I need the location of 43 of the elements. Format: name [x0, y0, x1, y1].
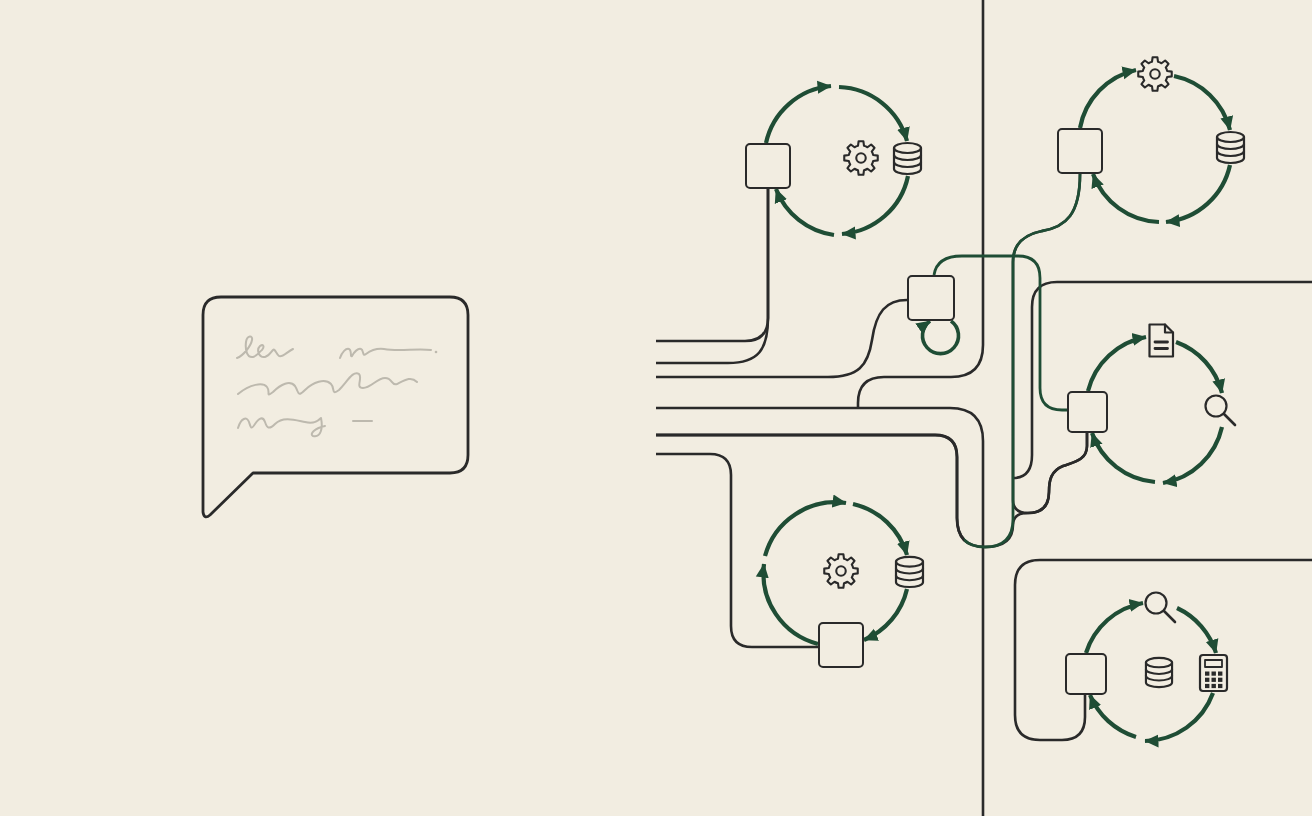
connector-line: [656, 298, 908, 379]
square-node: [745, 143, 791, 189]
database-icon: [894, 555, 925, 589]
arrow: [863, 588, 909, 642]
connector-line: [1013, 558, 1312, 742]
connector-line: [656, 173, 1082, 549]
arrow: [1077, 67, 1137, 129]
speech-bubble: [200, 294, 472, 520]
square-node: [1065, 653, 1107, 695]
connector-line: [932, 254, 1067, 412]
arrow: [1162, 426, 1224, 487]
gear-icon: [1136, 55, 1174, 93]
arrow: [756, 563, 819, 646]
arrow: [1086, 333, 1147, 392]
gear-icon: [842, 139, 880, 177]
database-icon: [892, 141, 923, 176]
arrow: [1088, 694, 1137, 739]
connector-line: [656, 452, 818, 649]
arrow: [1090, 432, 1156, 485]
arrow: [1175, 340, 1225, 394]
calculator-icon: [1198, 653, 1229, 693]
arrow: [1084, 599, 1144, 654]
arrow: [774, 188, 835, 238]
database-icon: [1215, 130, 1246, 165]
loop-arrow: [915, 319, 961, 356]
arrow: [838, 84, 909, 142]
arrow: [841, 175, 911, 239]
square-node: [1067, 391, 1108, 433]
gear-icon: [822, 552, 860, 590]
search-icon: [1143, 590, 1177, 624]
arrow: [852, 502, 909, 556]
arrow: [1176, 606, 1218, 654]
document-icon: [1146, 322, 1176, 359]
arrow: [1173, 73, 1233, 131]
square-node: [907, 275, 955, 321]
square-node: [1057, 128, 1103, 174]
arrow: [1165, 164, 1232, 227]
arrow: [1091, 173, 1160, 225]
database-icon: [1144, 656, 1174, 689]
square-node: [818, 622, 864, 668]
arrow: [764, 81, 832, 144]
arrow: [1144, 692, 1215, 747]
search-icon: [1203, 393, 1237, 427]
